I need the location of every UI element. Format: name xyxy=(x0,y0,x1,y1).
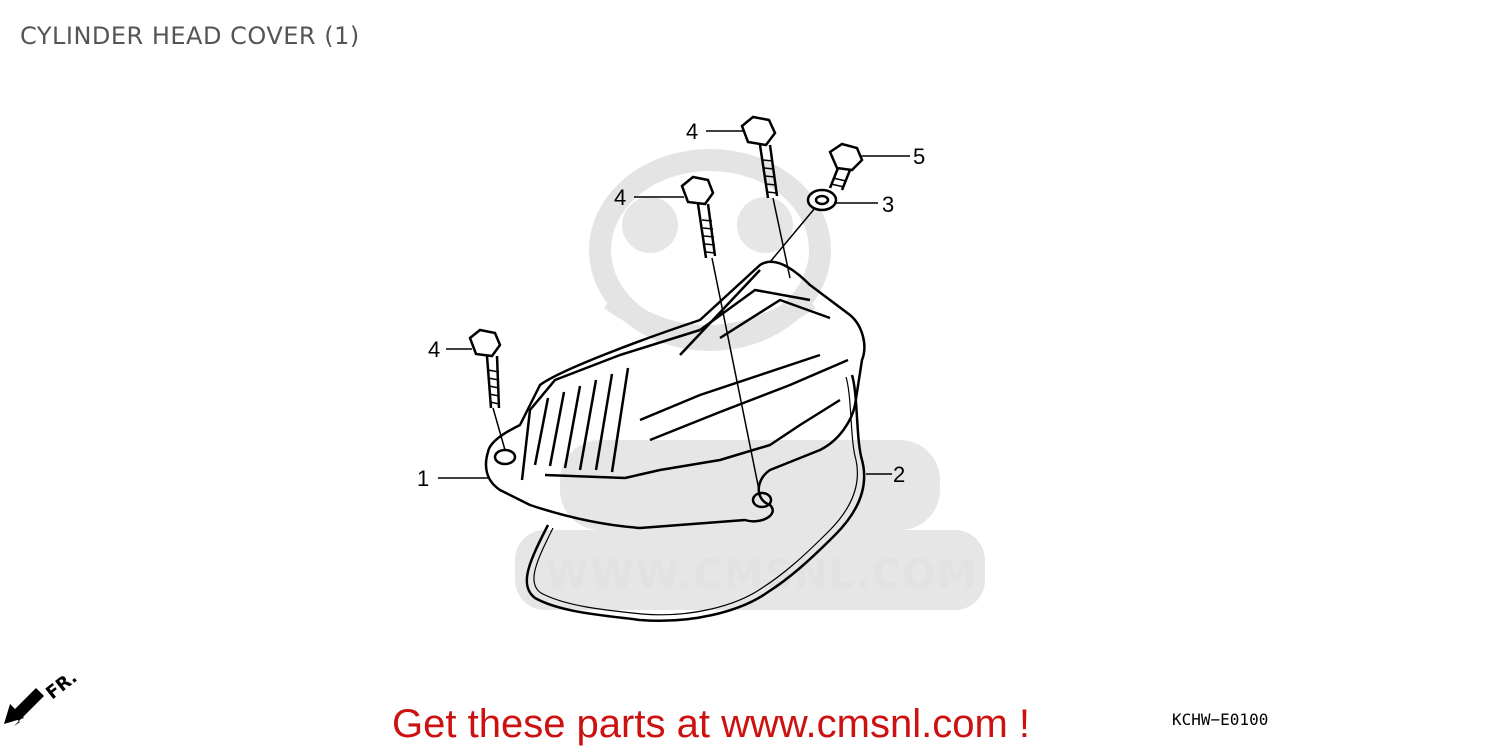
watermark-text: WWW.CMSNL.COM xyxy=(545,552,978,598)
callout-4-middle: 4 xyxy=(614,185,626,210)
bolt-left xyxy=(468,328,502,409)
bolt-middle xyxy=(680,175,717,259)
diagram-code: KCHW−E0100 xyxy=(1172,710,1269,729)
callout-5: 5 xyxy=(913,144,925,169)
alignment-lines xyxy=(492,197,816,496)
leader-lines xyxy=(438,130,910,479)
front-label: FR. xyxy=(42,667,81,704)
front-arrow-icon xyxy=(4,688,44,726)
callout-4-top: 4 xyxy=(686,119,698,144)
bolt-top xyxy=(740,115,779,199)
washer xyxy=(806,188,838,212)
cmsnl-watermark xyxy=(515,149,985,610)
callout-1: 1 xyxy=(417,466,429,491)
cylinder-head-cover xyxy=(484,260,866,530)
callout-2: 2 xyxy=(893,462,905,487)
bolt-5 xyxy=(828,142,864,191)
callout-3: 3 xyxy=(882,192,894,217)
callout-4-left: 4 xyxy=(428,337,440,362)
gasket xyxy=(525,374,866,622)
cta-text: Get these parts at www.cmsnl.com ! xyxy=(392,702,1030,746)
page-title: CYLINDER HEAD COVER (1) xyxy=(20,22,360,50)
